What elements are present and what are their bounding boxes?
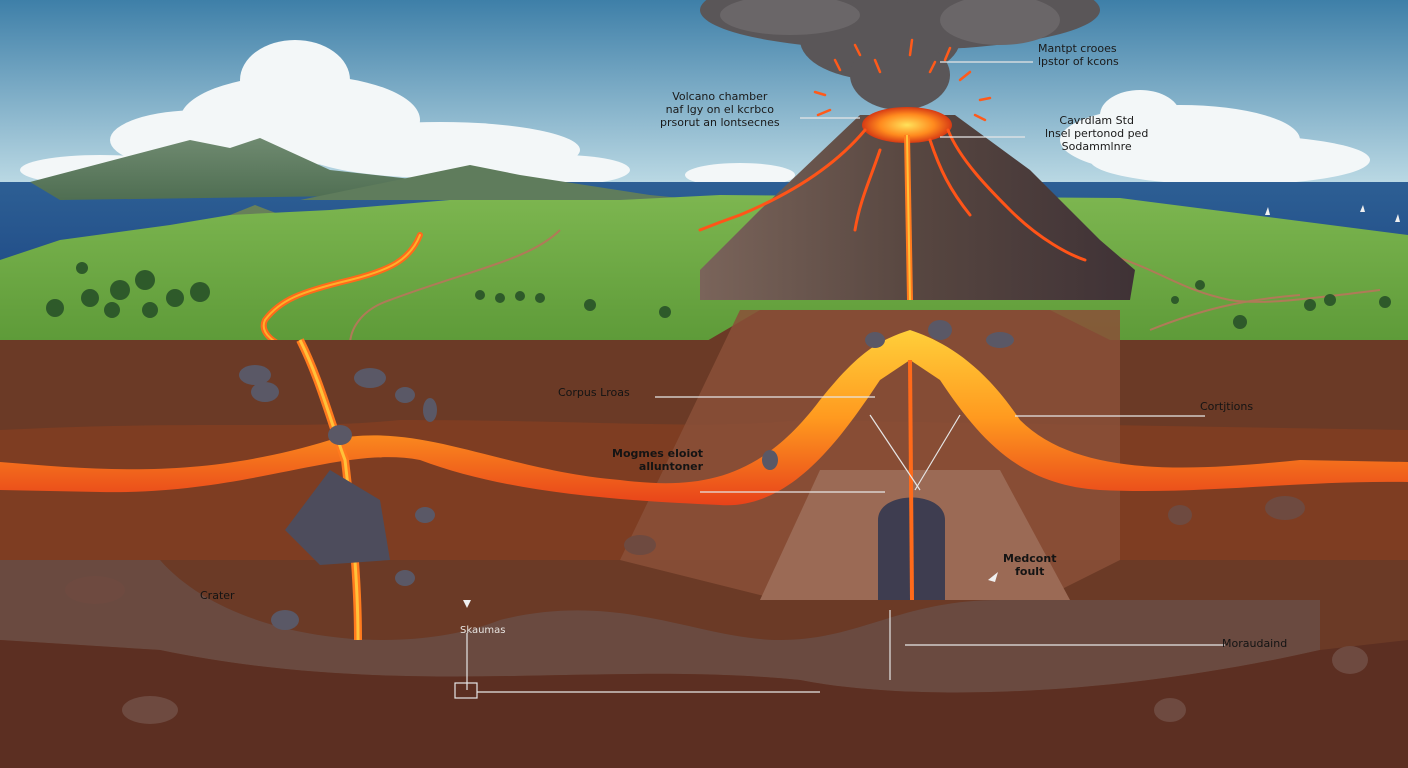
dirt-paths (349, 229, 1381, 346)
left-dike-core (298, 339, 360, 641)
arrow-icons (463, 572, 998, 608)
label-top-right-1: Mantpt crooes lpstor of kcons (1038, 42, 1119, 68)
label-corpus-lroas: Corpus Lroas (558, 386, 630, 399)
ash-plume (700, 0, 1100, 110)
left-rock-plug (285, 470, 390, 565)
label-medcont-foult: Medcont foult (1003, 552, 1057, 578)
magma-sill (0, 330, 1408, 506)
lava-spatter (813, 38, 992, 122)
leader-lines (454, 61, 1225, 699)
label-conditions: Cortjtions (1200, 400, 1254, 413)
main-vent-core (906, 134, 911, 301)
palm-trees (46, 262, 1391, 329)
surface-lava-core (262, 234, 421, 351)
label-top-right-2: Cavrdlam Std lnsel pertonod ped Sodammln… (1045, 114, 1149, 153)
label-moraudaind: Moraudaind (1222, 637, 1288, 650)
label-crater: Crater (200, 589, 235, 602)
bedrock-band (0, 560, 1320, 693)
label-volcano-chamber: Volcano chamber naf lgy on el kcrbco prs… (660, 90, 780, 129)
central-conduit (908, 359, 914, 601)
label-magmas-elolot: Mogmes eloiot alluntoner (612, 447, 704, 473)
scattered-rocks (65, 320, 1368, 724)
crater-glow (862, 107, 952, 143)
sailboats (1265, 205, 1400, 222)
volcano-cone (700, 115, 1135, 300)
cone-lava-flows (698, 128, 1087, 262)
deep-bedrock (0, 640, 1408, 768)
label-skaumas: Skaumas (460, 625, 506, 636)
